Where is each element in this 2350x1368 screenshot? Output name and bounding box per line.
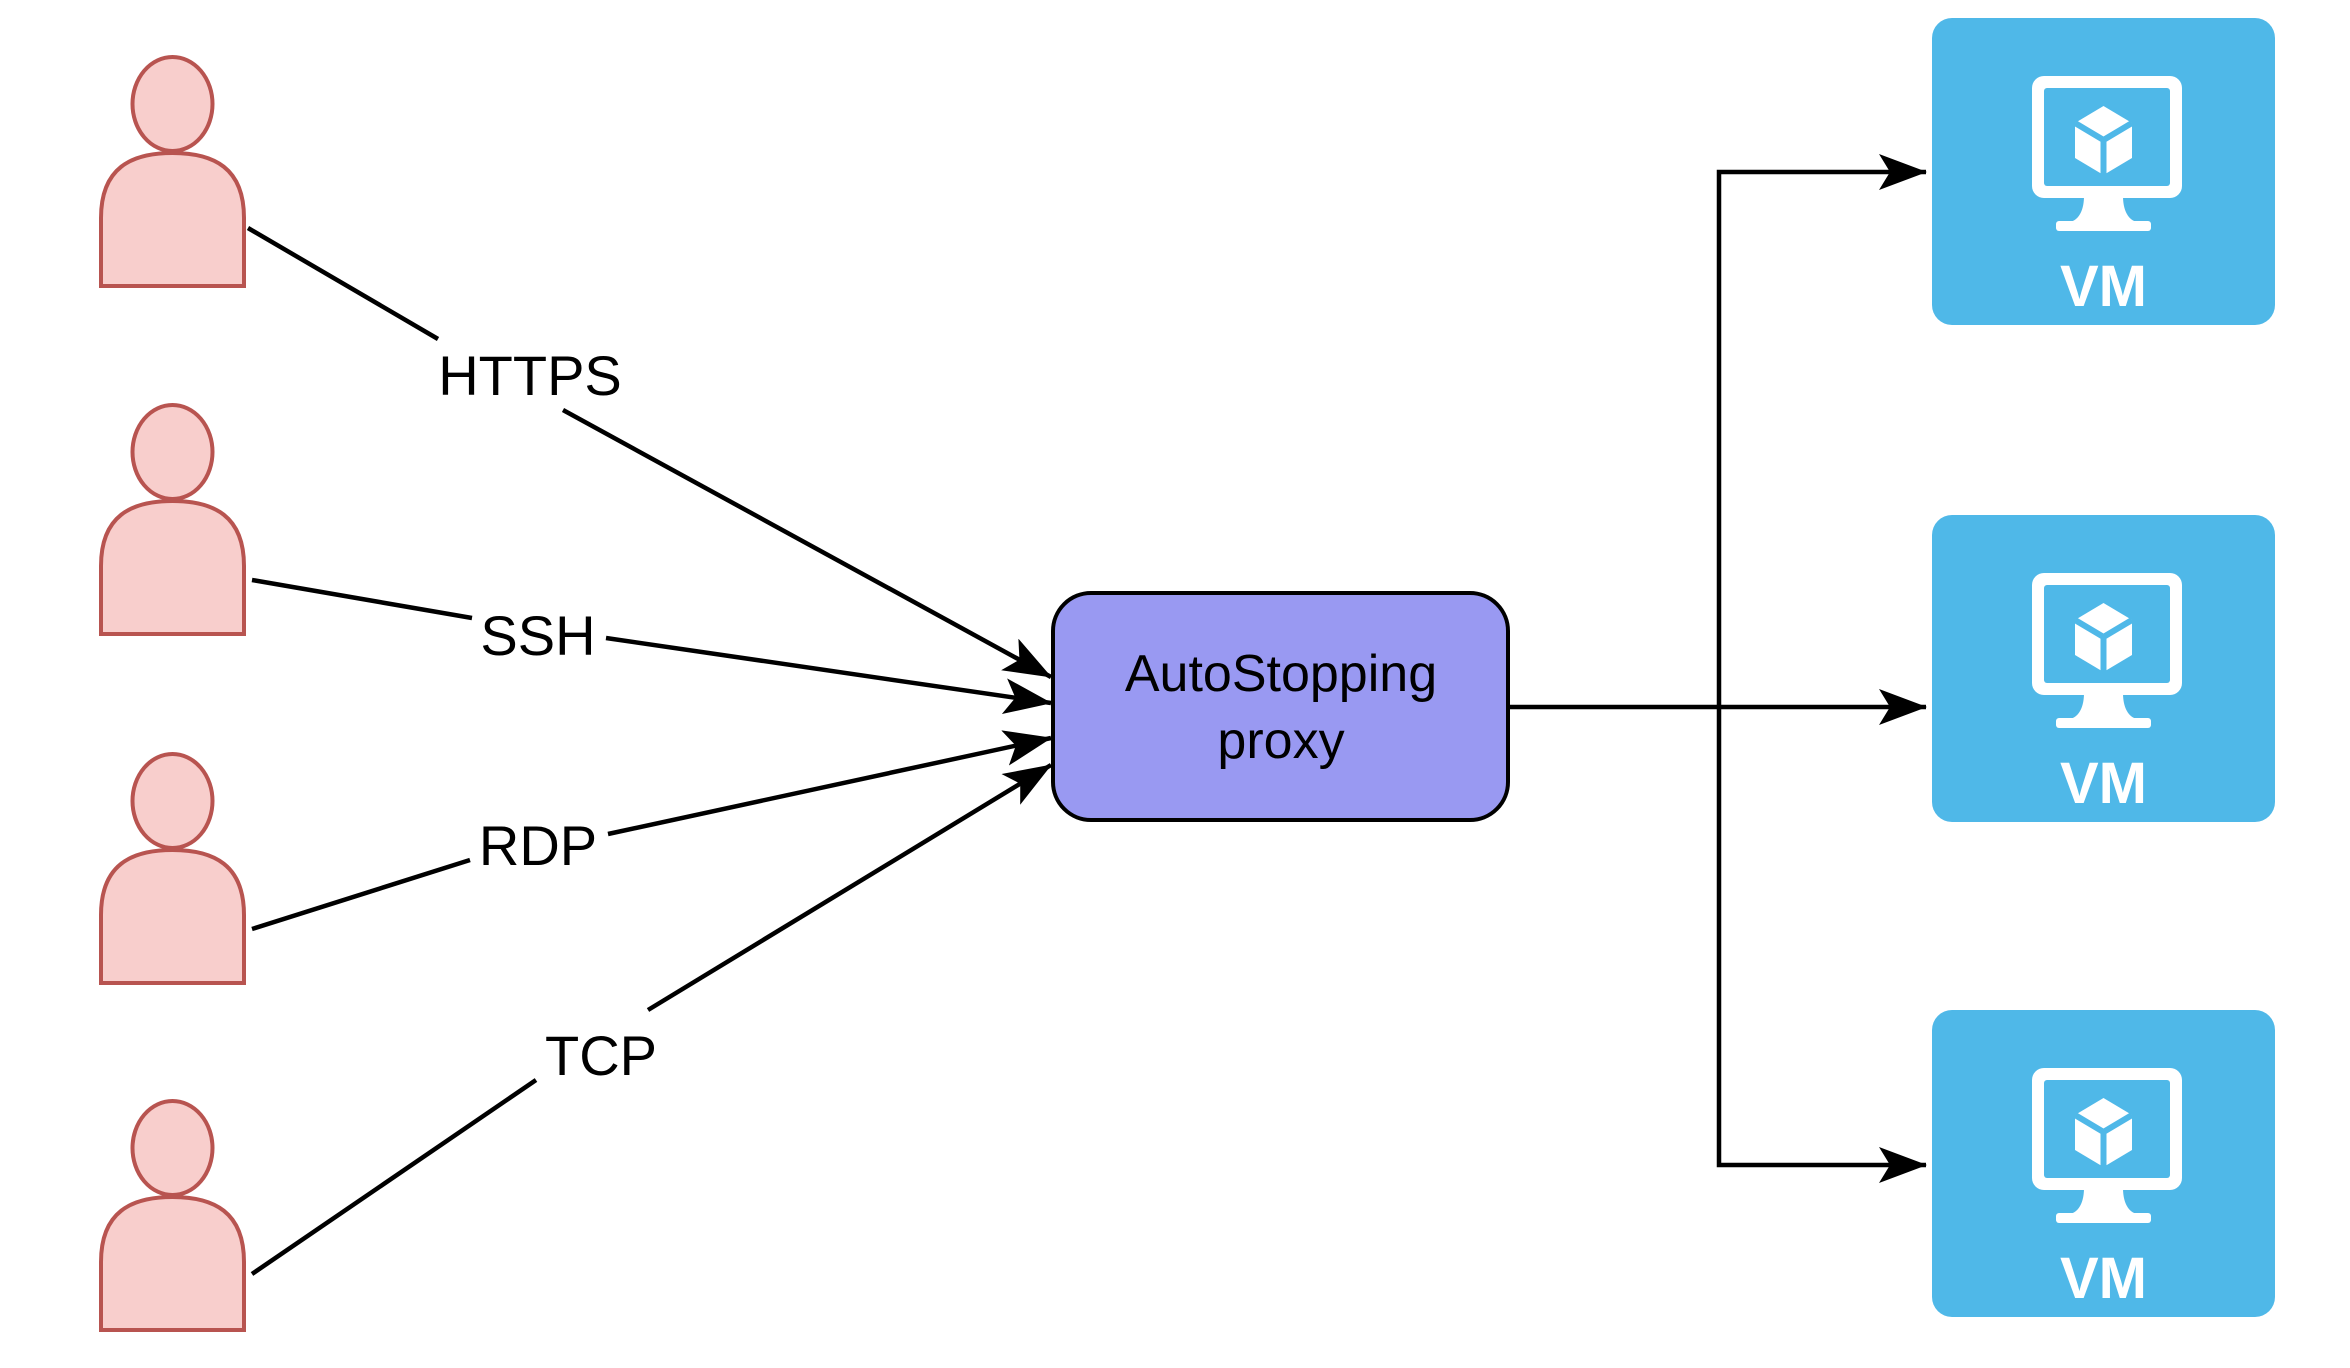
user-icon-4	[99, 1099, 246, 1332]
proxy-label-line1: AutoStopping	[1125, 645, 1437, 703]
protocol-label-tcp: TCP	[545, 1024, 657, 1087]
https-line-start	[246, 226, 440, 341]
tcp-line-arrow	[646, 763, 1053, 1012]
tcp-line-start	[250, 1078, 538, 1276]
protocol-label-rdp: RDP	[479, 814, 597, 877]
user-icon-3	[99, 752, 246, 985]
vm-box-1: VM	[1932, 18, 2275, 325]
vm-box-2: VM	[1932, 515, 2275, 822]
autostopping-proxy-box	[1051, 591, 1510, 822]
protocol-label-ssh: SSH	[480, 604, 595, 667]
vm-label: VM	[2060, 751, 2147, 816]
user-icon-1	[99, 55, 246, 288]
vm-label: VM	[2060, 254, 2147, 319]
ssh-line-arrow	[605, 635, 1052, 715]
vm-label: VM	[2060, 1246, 2147, 1311]
https-line-arrow	[561, 408, 1053, 679]
user-icon-2	[99, 403, 246, 636]
protocol-label-https: HTTPS	[438, 344, 622, 407]
rdp-line-start	[251, 857, 471, 932]
proxy-to-vm3-line	[1716, 707, 1927, 1183]
proxy-label-line2: proxy	[1217, 712, 1344, 770]
rdp-line-arrow	[607, 730, 1052, 837]
vm-box-3: VM	[1932, 1010, 2275, 1317]
ssh-line-start	[251, 577, 473, 621]
proxy-to-vm1-line	[1716, 154, 1927, 707]
